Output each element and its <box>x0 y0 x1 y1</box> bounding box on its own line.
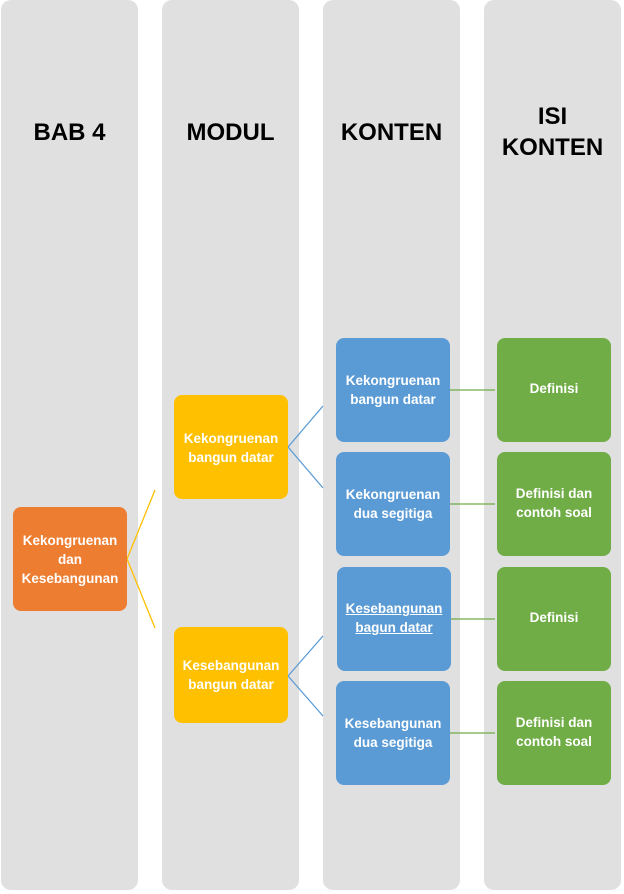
node-text: Kekongruenan <box>345 487 441 502</box>
node-isi[interactable]: Definisi <box>497 567 611 671</box>
connector-line <box>287 675 324 717</box>
node-modul[interactable]: Kekongruenan bangun datar <box>174 395 288 499</box>
connector-line <box>126 489 156 560</box>
header-bab: BAB 4 <box>33 119 106 146</box>
node-isi[interactable]: Definisi dan contoh soal <box>497 452 611 556</box>
connector-line <box>287 446 324 489</box>
node-isi[interactable]: Definisi <box>497 338 611 442</box>
header-konten: KONTEN <box>340 119 443 146</box>
node-bab[interactable]: Kekongruenan dan Kesebangunan <box>13 507 127 611</box>
node-text: Kesebangunan <box>344 716 442 731</box>
connector-line <box>287 635 324 677</box>
header-line: KONTEN <box>501 134 604 161</box>
node-text: bangun datar <box>350 392 436 407</box>
node-konten[interactable]: Kekongruenan dua segitiga <box>336 452 450 556</box>
header-modul: MODUL <box>186 119 275 146</box>
node-text: Definisi dan <box>515 715 593 730</box>
node-text: Kekongruenan <box>22 532 118 548</box>
header-line: ISI <box>537 103 568 130</box>
node-konten[interactable]: Kesebangunan bagun datar <box>337 567 451 671</box>
node-text: Definisi <box>529 381 579 396</box>
node-text: bangun datar <box>188 450 274 465</box>
column-bab <box>1 0 138 890</box>
connector-line <box>287 405 324 448</box>
node-text: dan <box>57 551 82 567</box>
node-text: bangun datar <box>188 677 274 692</box>
node-text: dua segitiga <box>353 506 433 521</box>
node-konten[interactable]: Kekongruenan bangun datar <box>336 338 450 442</box>
node-text: dua segitiga <box>353 735 433 750</box>
node-text: Kesebangunan <box>21 570 119 586</box>
node-modul[interactable]: Kesebangunan bangun datar <box>174 627 288 723</box>
node-text: Kesebangunan <box>182 658 280 673</box>
node-konten[interactable]: Kesebangunan dua segitiga <box>336 681 450 785</box>
node-isi[interactable]: Definisi dan contoh soal <box>497 681 611 785</box>
node-text: contoh soal <box>516 505 592 520</box>
node-text: Kekongruenan <box>183 431 279 446</box>
connector-line <box>126 558 156 629</box>
node-text: Kekongruenan <box>345 373 441 388</box>
node-text: bagun datar <box>355 620 433 635</box>
node-text: Kesebangunan <box>345 601 443 616</box>
node-text: Definisi dan <box>515 486 593 501</box>
node-text: contoh soal <box>516 734 592 749</box>
header-isi-konten: ISI KONTEN <box>484 101 621 163</box>
node-text: Definisi <box>529 610 579 625</box>
